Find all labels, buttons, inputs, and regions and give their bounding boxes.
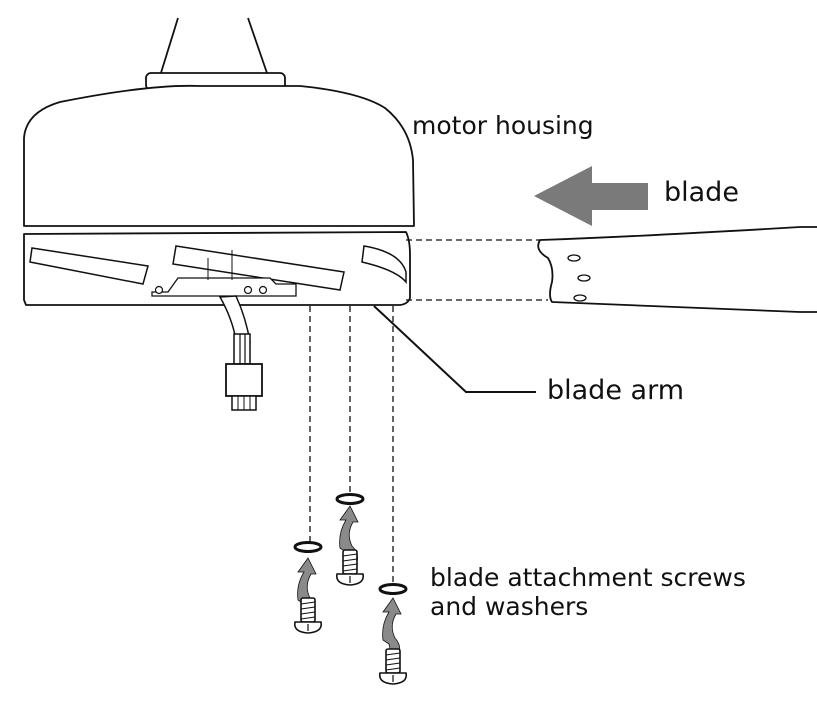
left-arrow-icon bbox=[534, 166, 648, 226]
motor-housing-label: motor housing bbox=[412, 111, 594, 140]
washer-2 bbox=[335, 493, 365, 505]
washer-1 bbox=[293, 541, 323, 553]
alignment-dashed-lines bbox=[309, 239, 548, 584]
blade bbox=[537, 226, 817, 313]
screws-washers-label: blade attachment screws and washers bbox=[430, 563, 746, 621]
blade-label: blade bbox=[664, 177, 739, 208]
screws-label-line-2: and washers bbox=[430, 592, 589, 621]
motor-housing bbox=[23, 84, 415, 227]
screw-1 bbox=[293, 597, 323, 634]
screw-2 bbox=[335, 549, 365, 586]
blade-arm bbox=[23, 231, 411, 306]
blade-arm-leader-line bbox=[373, 305, 536, 393]
washer-3 bbox=[378, 583, 408, 595]
screw-3 bbox=[378, 648, 408, 685]
screws-label-line-1: blade attachment screws bbox=[430, 563, 746, 592]
wire-connector bbox=[218, 295, 263, 411]
blade-arm-label: blade arm bbox=[547, 375, 684, 406]
downrod bbox=[145, 17, 286, 91]
